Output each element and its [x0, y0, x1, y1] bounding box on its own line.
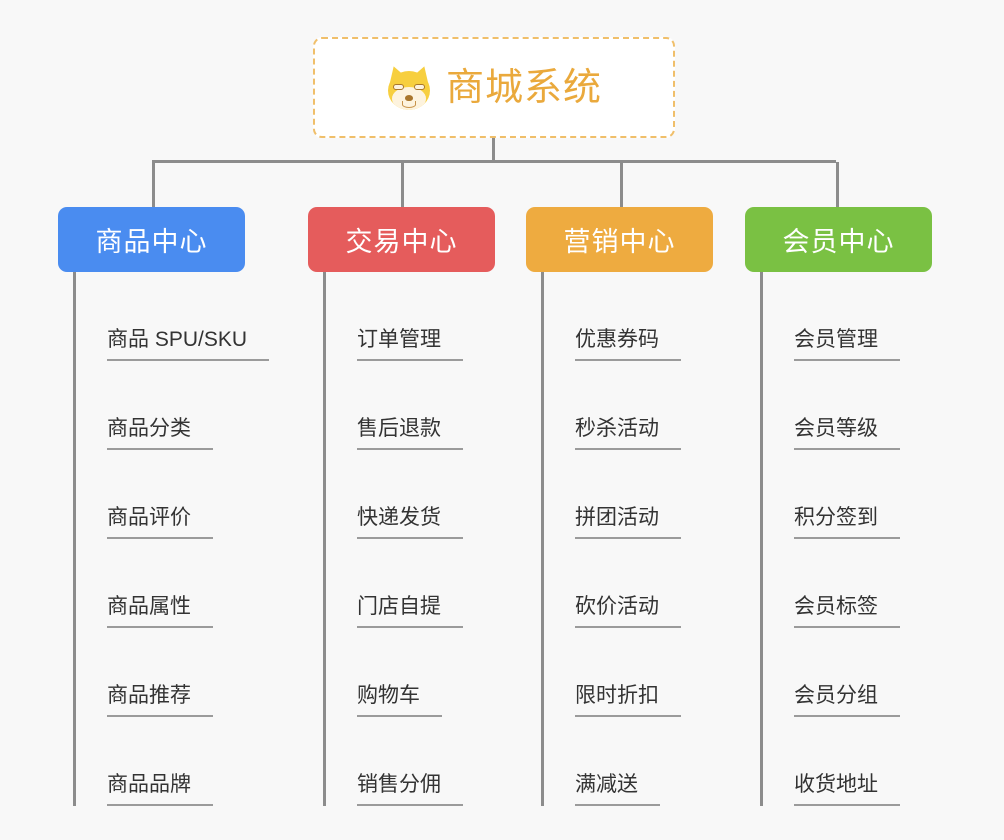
leaf-label: 门店自提 — [357, 596, 463, 628]
branch-drop-connector-3 — [836, 162, 839, 207]
list-item[interactable]: 销售分佣 — [329, 717, 495, 806]
category-header-trade[interactable]: 交易中心 — [308, 207, 495, 272]
list-item[interactable]: 收货地址 — [766, 717, 932, 806]
branch-drop-connector-2 — [620, 162, 623, 207]
list-item[interactable]: 门店自提 — [329, 539, 495, 628]
leaf-label: 砍价活动 — [575, 596, 681, 628]
leaf-label: 商品分类 — [107, 418, 213, 450]
leaf-stack-trade: 订单管理 售后退款 快递发货 门店自提 购物车 销售分佣 — [323, 272, 495, 806]
category-column-product: 商品中心 商品 SPU/SKU 商品分类 商品评价 商品属性 商品推荐 商品品牌 — [58, 207, 270, 806]
branch-drop-connector-0 — [152, 162, 155, 207]
category-column-member: 会员中心 会员管理 会员等级 积分签到 会员标签 会员分组 收货地址 — [745, 207, 932, 806]
category-header-product[interactable]: 商品中心 — [58, 207, 245, 272]
leaf-label: 商品评价 — [107, 507, 213, 539]
list-item[interactable]: 满减送 — [547, 717, 713, 806]
leaf-label: 积分签到 — [794, 507, 900, 539]
root-node[interactable]: 商城系统 — [313, 37, 675, 138]
list-item[interactable]: 会员管理 — [766, 272, 932, 361]
leaf-label: 快递发货 — [357, 507, 463, 539]
leaf-label: 订单管理 — [357, 329, 463, 361]
list-item[interactable]: 会员分组 — [766, 628, 932, 717]
category-header-marketing[interactable]: 营销中心 — [526, 207, 713, 272]
category-header-label: 交易中心 — [345, 227, 458, 257]
leaf-label: 商品品牌 — [107, 774, 213, 806]
leaf-label: 收货地址 — [794, 774, 900, 806]
list-item[interactable]: 商品属性 — [79, 539, 269, 628]
category-header-label: 会员中心 — [782, 227, 895, 257]
leaf-stack-member: 会员管理 会员等级 积分签到 会员标签 会员分组 收货地址 — [760, 272, 932, 806]
list-item[interactable]: 商品品牌 — [79, 717, 269, 806]
leaf-label: 会员管理 — [794, 329, 900, 361]
leaf-stack-marketing: 优惠券码 秒杀活动 拼团活动 砍价活动 限时折扣 满减送 — [541, 272, 713, 806]
list-item[interactable]: 积分签到 — [766, 450, 932, 539]
list-item[interactable]: 限时折扣 — [547, 628, 713, 717]
leaf-label: 会员标签 — [794, 596, 900, 628]
leaf-label: 会员分组 — [794, 685, 900, 717]
leaf-label: 满减送 — [575, 774, 660, 806]
list-item[interactable]: 会员标签 — [766, 539, 932, 628]
list-item[interactable]: 商品 SPU/SKU — [79, 272, 270, 361]
shiba-inu-face-icon — [385, 63, 433, 111]
leaf-label: 秒杀活动 — [575, 418, 681, 450]
leaf-label: 售后退款 — [357, 418, 463, 450]
leaf-label: 拼团活动 — [575, 507, 681, 539]
list-item[interactable]: 商品评价 — [79, 450, 269, 539]
category-column-marketing: 营销中心 优惠券码 秒杀活动 拼团活动 砍价活动 限时折扣 满减送 — [526, 207, 713, 806]
leaf-label: 商品推荐 — [107, 685, 213, 717]
horizontal-rail-connector — [152, 160, 836, 163]
leaf-label: 会员等级 — [794, 418, 900, 450]
list-item[interactable]: 秒杀活动 — [547, 361, 713, 450]
category-header-member[interactable]: 会员中心 — [745, 207, 932, 272]
leaf-label: 商品属性 — [107, 596, 213, 628]
list-item[interactable]: 拼团活动 — [547, 450, 713, 539]
branch-drop-connector-1 — [401, 162, 404, 207]
list-item[interactable]: 商品推荐 — [79, 628, 269, 717]
category-header-label: 商品中心 — [95, 227, 208, 257]
list-item[interactable]: 会员等级 — [766, 361, 932, 450]
leaf-label: 限时折扣 — [575, 685, 681, 717]
leaf-label: 商品 SPU/SKU — [107, 329, 270, 361]
list-item[interactable]: 购物车 — [329, 628, 495, 717]
leaf-stack-product: 商品 SPU/SKU 商品分类 商品评价 商品属性 商品推荐 商品品牌 — [73, 272, 270, 806]
list-item[interactable]: 商品分类 — [79, 361, 269, 450]
leaf-label: 销售分佣 — [357, 774, 463, 806]
category-header-label: 营销中心 — [563, 227, 676, 257]
list-item[interactable]: 优惠券码 — [547, 272, 713, 361]
category-column-trade: 交易中心 订单管理 售后退款 快递发货 门店自提 购物车 销售分佣 — [308, 207, 495, 806]
root-title: 商城系统 — [445, 66, 602, 109]
list-item[interactable]: 砍价活动 — [547, 539, 713, 628]
leaf-label: 优惠券码 — [575, 329, 681, 361]
root-trunk-connector — [492, 138, 495, 162]
leaf-label: 购物车 — [357, 685, 442, 717]
list-item[interactable]: 订单管理 — [329, 272, 495, 361]
list-item[interactable]: 快递发货 — [329, 450, 495, 539]
list-item[interactable]: 售后退款 — [329, 361, 495, 450]
